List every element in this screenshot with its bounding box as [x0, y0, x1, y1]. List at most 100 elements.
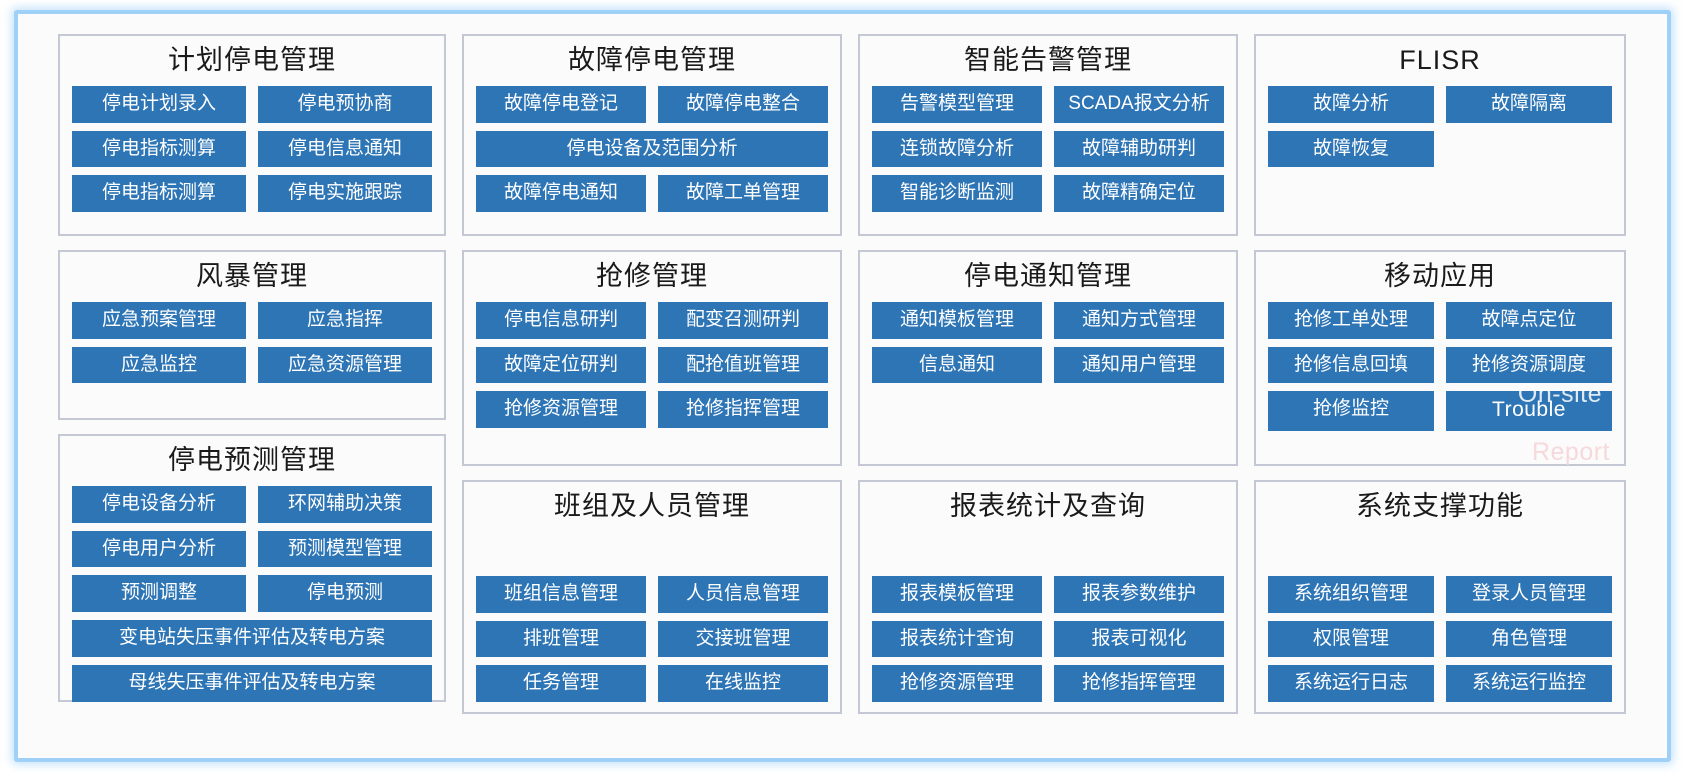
button-forecast-model-management[interactable]: 预测模型管理: [258, 530, 432, 568]
button-emergency-command[interactable]: 应急指挥: [258, 301, 432, 339]
button-personnel-info-management[interactable]: 人员信息管理: [658, 575, 828, 613]
button-report-parameter-maintenance[interactable]: 报表参数维护: [1054, 575, 1224, 613]
button-task-management[interactable]: 任务管理: [476, 665, 646, 703]
button-report-repair-command-management[interactable]: 抢修指挥管理: [1054, 665, 1224, 703]
panel-flisr: FLISR 故障分析 故障隔离 故障恢复: [1254, 34, 1626, 236]
panel-spacer-system-support: [1268, 532, 1612, 576]
button-fault-outage-registration[interactable]: 故障停电登记: [476, 85, 646, 123]
button-notification-template-management[interactable]: 通知模板管理: [872, 301, 1042, 339]
button-online-monitoring[interactable]: 在线监控: [658, 665, 828, 703]
button-fault-isolation[interactable]: 故障隔离: [1446, 85, 1612, 123]
button-system-operation-log[interactable]: 系统运行日志: [1268, 665, 1434, 703]
panel-spacer-report-statistics: [872, 532, 1224, 576]
button-outage-equipment-analysis[interactable]: 停电设备分析: [72, 485, 246, 523]
panel-title-outage-notification: 停电通知管理: [964, 261, 1132, 291]
button-alarm-model-management[interactable]: 告警模型管理: [872, 85, 1042, 123]
button-fault-outage-notification[interactable]: 故障停电通知: [476, 175, 646, 213]
button-grid-system-support: 系统组织管理 登录人员管理 权限管理 角色管理 系统运行日志 系统运行监控: [1268, 575, 1612, 703]
button-emergency-monitoring[interactable]: 应急监控: [72, 346, 246, 384]
panel-planned-outage: 计划停电管理 停电计划录入 停电预协商 停电指标测算 停电信息通知 停电指标测算…: [58, 34, 446, 236]
button-fault-work-order-management[interactable]: 故障工单管理: [658, 175, 828, 213]
panel-title-planned-outage: 计划停电管理: [168, 45, 336, 75]
button-outage-info-notice[interactable]: 停电信息通知: [258, 130, 432, 168]
button-outage-user-analysis[interactable]: 停电用户分析: [72, 530, 246, 568]
button-report-visualization[interactable]: 报表可视化: [1054, 620, 1224, 658]
button-busbar-voltage-loss-assessment[interactable]: 母线失压事件评估及转电方案: [72, 665, 432, 702]
panel-spacer-team-personnel: [476, 532, 828, 576]
button-shift-handover-management[interactable]: 交接班管理: [658, 620, 828, 658]
button-outage-execution-tracking[interactable]: 停电实施跟踪: [258, 175, 432, 213]
panel-title-outage-forecast: 停电预测管理: [168, 445, 336, 475]
button-report-repair-resource-management[interactable]: 抢修资源管理: [872, 665, 1042, 703]
button-report-template-management[interactable]: 报表模板管理: [872, 575, 1042, 613]
button-shift-scheduling-management[interactable]: 排班管理: [476, 620, 646, 658]
panel-smart-alarm: 智能告警管理 告警模型管理 SCADA报文分析 连锁故障分析 故障辅助研判 智能…: [858, 34, 1238, 236]
button-notification-method-management[interactable]: 通知方式管理: [1054, 301, 1224, 339]
button-information-notification[interactable]: 信息通知: [872, 346, 1042, 384]
button-grid-smart-alarm: 告警模型管理 SCADA报文分析 连锁故障分析 故障辅助研判 智能诊断监测 故障…: [872, 85, 1224, 213]
button-outage-plan-entry[interactable]: 停电计划录入: [72, 85, 246, 123]
button-report-statistics-query[interactable]: 报表统计查询: [872, 620, 1042, 658]
panel-outage-notification: 停电通知管理 通知模板管理 通知方式管理 信息通知 通知用户管理: [858, 250, 1238, 466]
button-system-organization-management[interactable]: 系统组织管理: [1268, 575, 1434, 613]
column-3: 智能告警管理 告警模型管理 SCADA报文分析 连锁故障分析 故障辅助研判 智能…: [858, 34, 1238, 728]
button-team-info-management[interactable]: 班组信息管理: [476, 575, 646, 613]
button-repair-resource-management[interactable]: 抢修资源管理: [476, 391, 646, 429]
panel-title-smart-alarm: 智能告警管理: [964, 45, 1132, 75]
button-fault-analysis[interactable]: 故障分析: [1268, 85, 1434, 123]
button-repair-resource-dispatch[interactable]: 抢修资源调度: [1446, 346, 1612, 384]
button-cascading-fault-analysis[interactable]: 连锁故障分析: [872, 130, 1042, 168]
panel-title-system-support: 系统支撑功能: [1356, 491, 1524, 521]
button-trouble[interactable]: Trouble: [1446, 391, 1612, 431]
button-outage-forecast[interactable]: 停电预测: [258, 575, 432, 613]
button-scada-message-analysis[interactable]: SCADA报文分析: [1054, 85, 1224, 123]
panel-title-fault-outage: 故障停电管理: [568, 45, 736, 75]
panel-title-emergency-repair: 抢修管理: [596, 261, 708, 291]
button-outage-index-calc-2[interactable]: 停电指标测算: [72, 175, 246, 213]
button-notification-user-management[interactable]: 通知用户管理: [1054, 346, 1224, 384]
button-login-personnel-management[interactable]: 登录人员管理: [1446, 575, 1612, 613]
button-grid-report-statistics: 报表模板管理 报表参数维护 报表统计查询 报表可视化 抢修资源管理 抢修指挥管理: [872, 575, 1224, 703]
button-forecast-adjustment[interactable]: 预测调整: [72, 575, 246, 613]
panel-mobile-app: 移动应用 抢修工单处理 故障点定位 抢修信息回填 抢修资源调度 抢修监控 Tro…: [1254, 250, 1626, 466]
button-intelligent-diagnostic-monitoring[interactable]: 智能诊断监测: [872, 175, 1042, 213]
button-grid-outage-forecast: 停电设备分析 环网辅助决策 停电用户分析 预测模型管理 预测调整 停电预测 变电…: [72, 485, 432, 702]
overlay-label-report: Report: [1531, 438, 1610, 466]
button-repair-info-backfill[interactable]: 抢修信息回填: [1268, 346, 1434, 384]
button-fault-restoration[interactable]: 故障恢复: [1268, 130, 1434, 168]
button-substation-voltage-loss-assessment[interactable]: 变电站失压事件评估及转电方案: [72, 620, 432, 658]
button-emergency-plan-management[interactable]: 应急预案管理: [72, 301, 246, 339]
button-repair-monitoring[interactable]: 抢修监控: [1268, 391, 1434, 431]
button-fault-assisted-assessment[interactable]: 故障辅助研判: [1054, 130, 1224, 168]
panel-outage-forecast: 停电预测管理 停电设备分析 环网辅助决策 停电用户分析 预测模型管理 预测调整 …: [58, 434, 446, 702]
panel-emergency-repair: 抢修管理 停电信息研判 配变召测研判 故障定位研判 配抢值班管理 抢修资源管理 …: [462, 250, 842, 466]
button-repair-work-order-processing[interactable]: 抢修工单处理: [1268, 301, 1434, 339]
button-fault-point-location[interactable]: 故障点定位: [1446, 301, 1612, 339]
button-repair-duty-management[interactable]: 配抢值班管理: [658, 346, 828, 384]
button-grid-mobile-app: 抢修工单处理 故障点定位 抢修信息回填 抢修资源调度 抢修监控 Trouble: [1268, 301, 1612, 431]
column-1: 计划停电管理 停电计划录入 停电预协商 停电指标测算 停电信息通知 停电指标测算…: [58, 34, 446, 716]
button-emergency-resource-management[interactable]: 应急资源管理: [258, 346, 432, 384]
button-grid-team-personnel: 班组信息管理 人员信息管理 排班管理 交接班管理 任务管理 在线监控: [476, 575, 828, 703]
button-outage-pre-negotiation[interactable]: 停电预协商: [258, 85, 432, 123]
panel-title-flisr: FLISR: [1399, 45, 1481, 75]
button-transformer-polling-assessment[interactable]: 配变召测研判: [658, 301, 828, 339]
button-grid-flisr: 故障分析 故障隔离 故障恢复: [1268, 85, 1612, 168]
button-fault-location-assessment[interactable]: 故障定位研判: [476, 346, 646, 384]
button-precise-fault-location[interactable]: 故障精确定位: [1054, 175, 1224, 213]
column-2: 故障停电管理 故障停电登记 故障停电整合 停电设备及范围分析 故障停电通知 故障…: [462, 34, 842, 728]
panel-title-report-statistics: 报表统计及查询: [950, 491, 1146, 521]
panel-title-mobile-app: 移动应用: [1384, 261, 1496, 291]
button-fault-outage-consolidation[interactable]: 故障停电整合: [658, 85, 828, 123]
button-outage-info-assessment[interactable]: 停电信息研判: [476, 301, 646, 339]
button-ring-network-decision-support[interactable]: 环网辅助决策: [258, 485, 432, 523]
button-outage-index-calc-1[interactable]: 停电指标测算: [72, 130, 246, 168]
button-permission-management[interactable]: 权限管理: [1268, 620, 1434, 658]
button-system-operation-monitoring[interactable]: 系统运行监控: [1446, 665, 1612, 703]
button-role-management[interactable]: 角色管理: [1446, 620, 1612, 658]
button-grid-outage-notification: 通知模板管理 通知方式管理 信息通知 通知用户管理: [872, 301, 1224, 384]
button-outage-equipment-scope-analysis[interactable]: 停电设备及范围分析: [476, 130, 828, 168]
panel-storm-management: 风暴管理 应急预案管理 应急指挥 应急监控 应急资源管理: [58, 250, 446, 420]
button-repair-command-management[interactable]: 抢修指挥管理: [658, 391, 828, 429]
